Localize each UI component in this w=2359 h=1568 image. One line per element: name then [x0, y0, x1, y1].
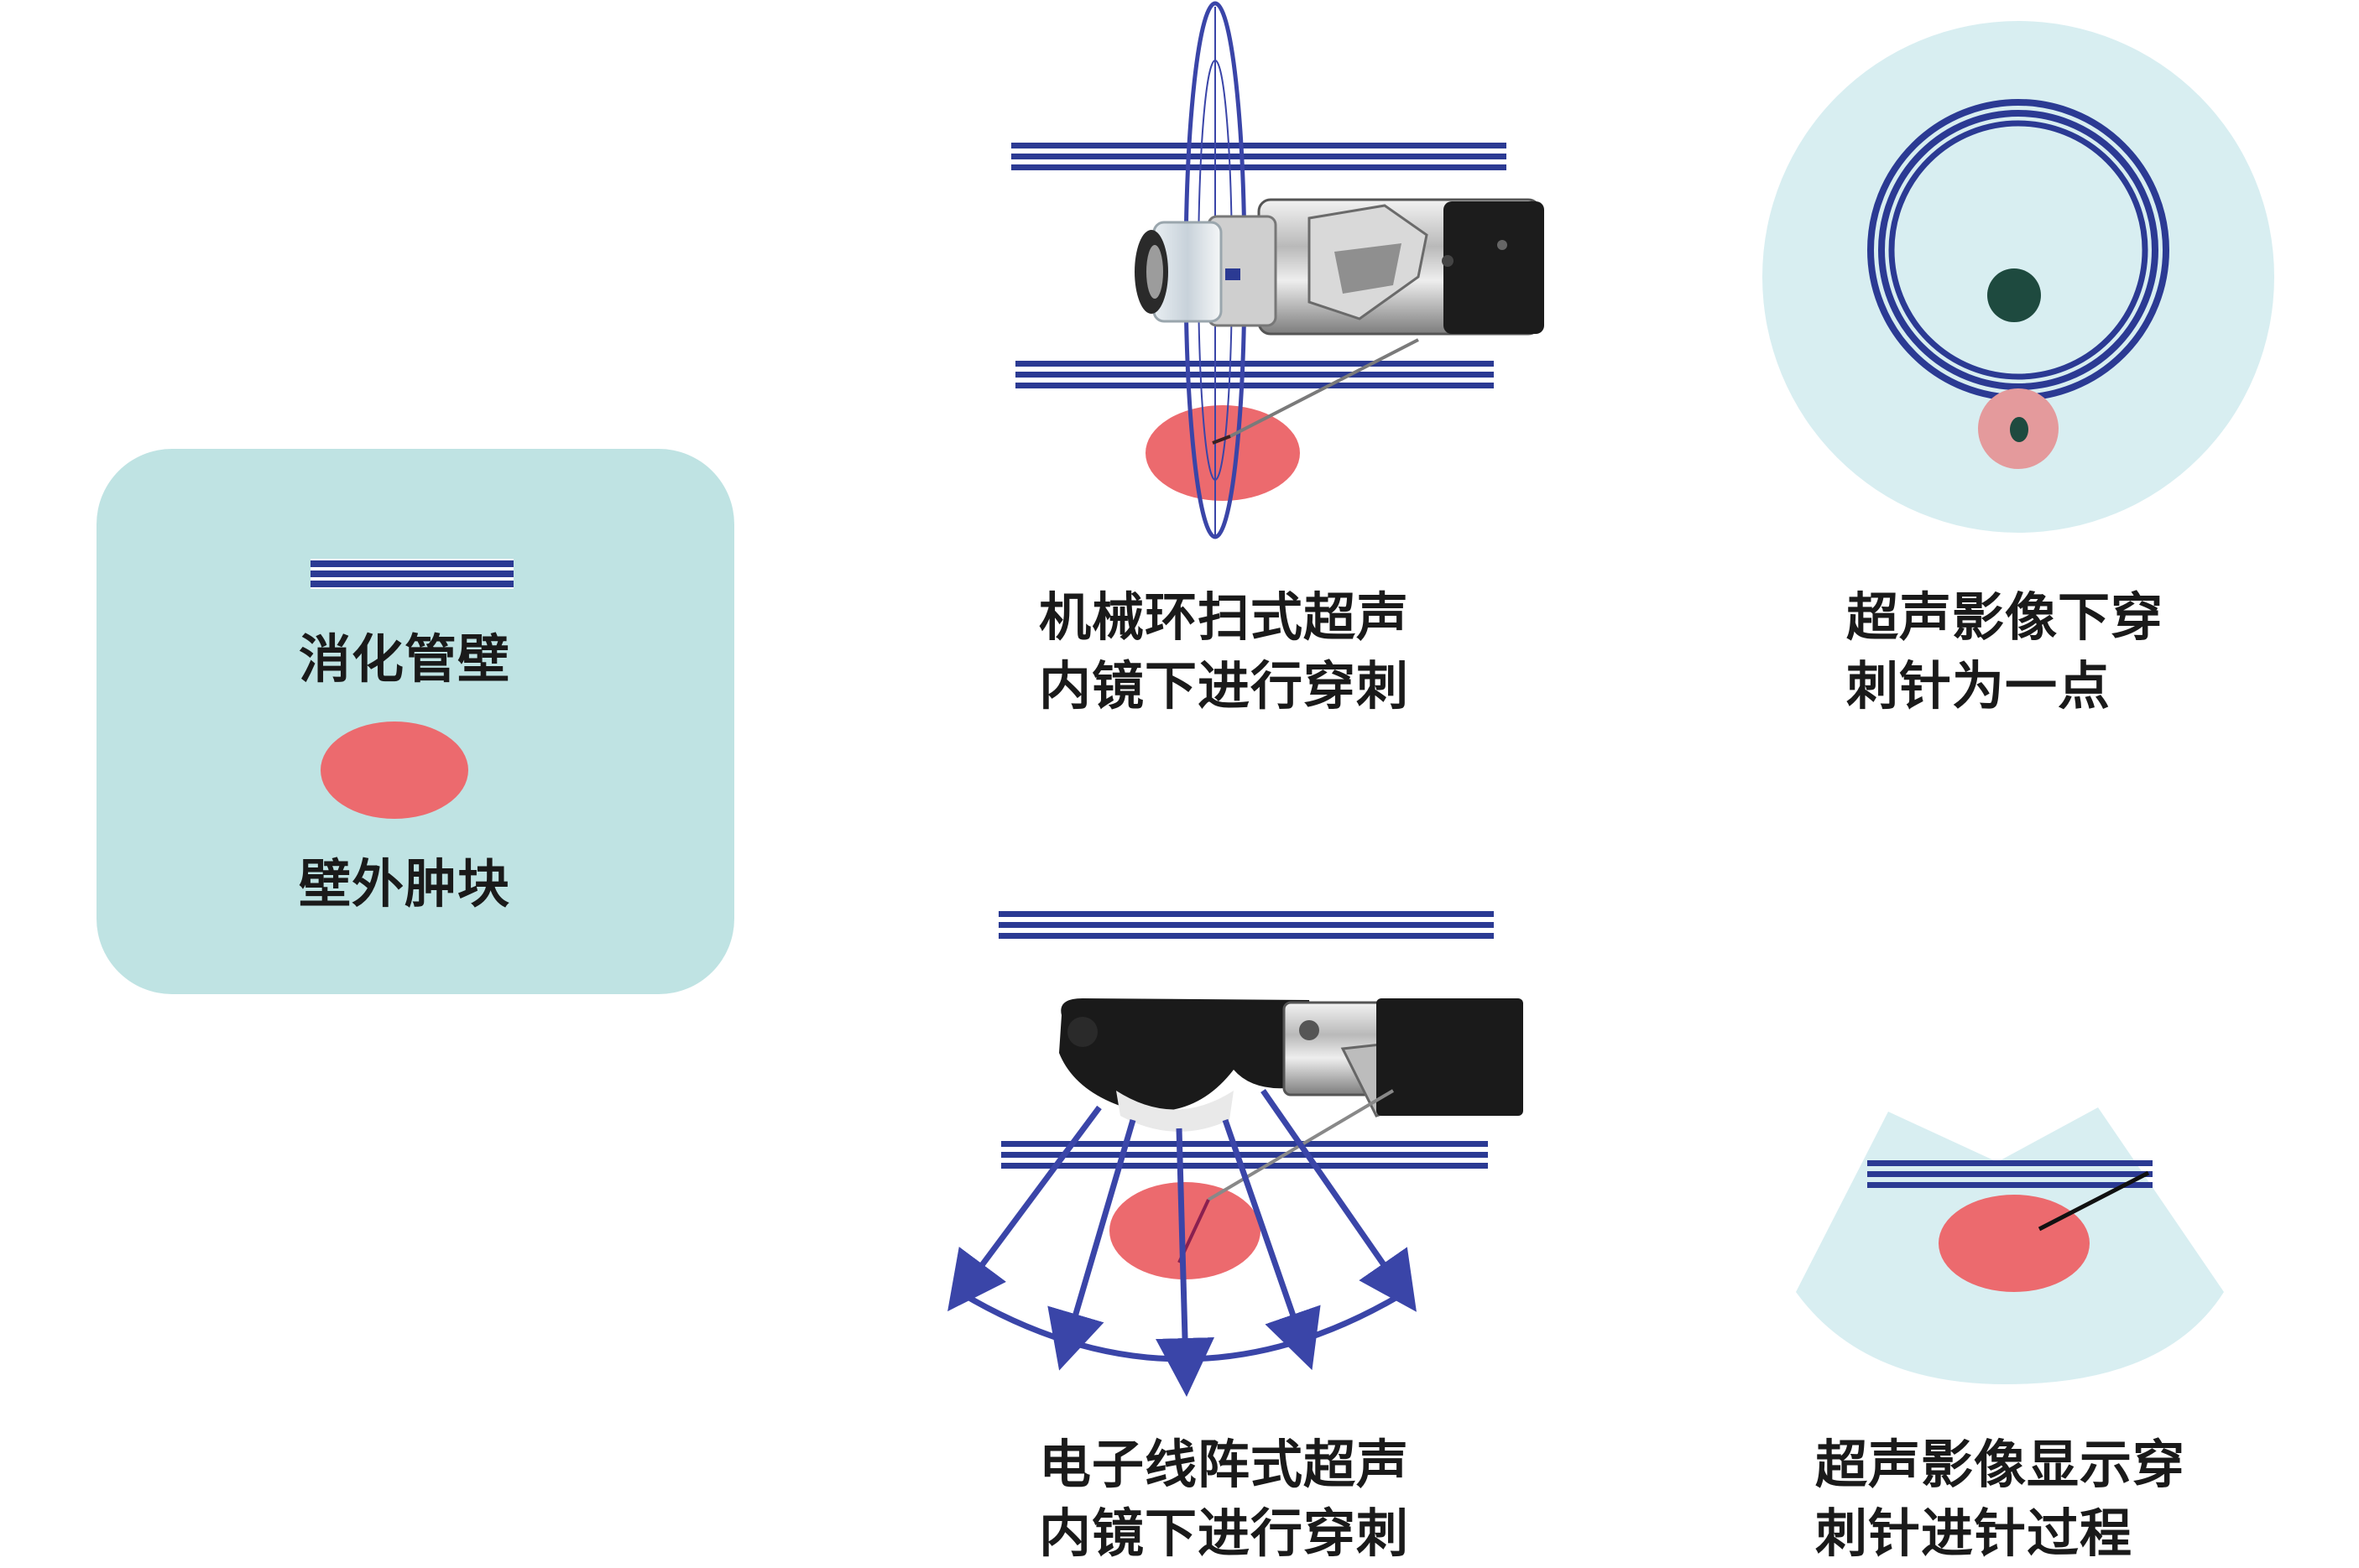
- linear-scope-illustration: [947, 911, 1523, 1397]
- radial-image-caption: 超声影像下穿 刺针为一点: [1846, 583, 2163, 721]
- legend-wall-label: 消化管壁: [299, 628, 511, 690]
- needle-point-dot: [2010, 417, 2028, 442]
- radial-lower-wall: [1015, 361, 1494, 388]
- radial-puncture-needle: [1229, 338, 1419, 438]
- legend-mass-symbol: [321, 721, 468, 819]
- linear-image-caption: 超声影像显示穿 刺针进针过程: [1815, 1430, 2185, 1568]
- linear-upper-wall: [999, 911, 1494, 939]
- radial-scope-illustration: [1011, 1, 1544, 539]
- transducer-dot: [1987, 268, 2041, 322]
- linear-lower-wall: [1001, 1141, 1488, 1169]
- radial-scope-caption-line2: 内镜下进行穿刺: [1039, 655, 1410, 716]
- linear-scope-caption-line2: 内镜下进行穿刺: [1039, 1503, 1410, 1564]
- linear-extramural-mass: [1109, 1182, 1260, 1279]
- linear-echoendoscope: [1059, 998, 1523, 1132]
- needle-track-line: [2038, 1170, 2150, 1232]
- radial-scope-caption-line1: 机械环扫式超声: [1039, 586, 1410, 648]
- linear-scope-caption-line1: 电子线阵式超声: [1039, 1434, 1410, 1495]
- legend-box: [97, 449, 734, 994]
- linear-image-caption-line1: 超声影像显示穿: [1815, 1434, 2186, 1495]
- linear-ultrasound-image: [1796, 1107, 2224, 1384]
- linear-image-wall: [1867, 1160, 2153, 1188]
- linear-scan-fan: [947, 1089, 1417, 1397]
- linear-scope-caption: 电子线阵式超声 内镜下进行穿刺: [1039, 1430, 1409, 1568]
- radial-echoendoscope: [1135, 198, 1544, 336]
- radial-upper-wall: [1011, 143, 1506, 170]
- legend-wall-symbol: [311, 559, 514, 589]
- radial-image-caption-line2: 刺针为一点: [1846, 655, 2111, 716]
- linear-image-mass: [1939, 1195, 2090, 1292]
- radial-ultrasound-image: [1762, 21, 2274, 533]
- legend-mass-label: 壁外肿块: [299, 853, 511, 914]
- linear-image-caption-line2: 刺针进针过程: [1815, 1503, 2133, 1564]
- radial-scope-caption: 机械环扫式超声 内镜下进行穿刺: [1039, 583, 1409, 721]
- radial-image-caption-line1: 超声影像下穿: [1846, 586, 2164, 648]
